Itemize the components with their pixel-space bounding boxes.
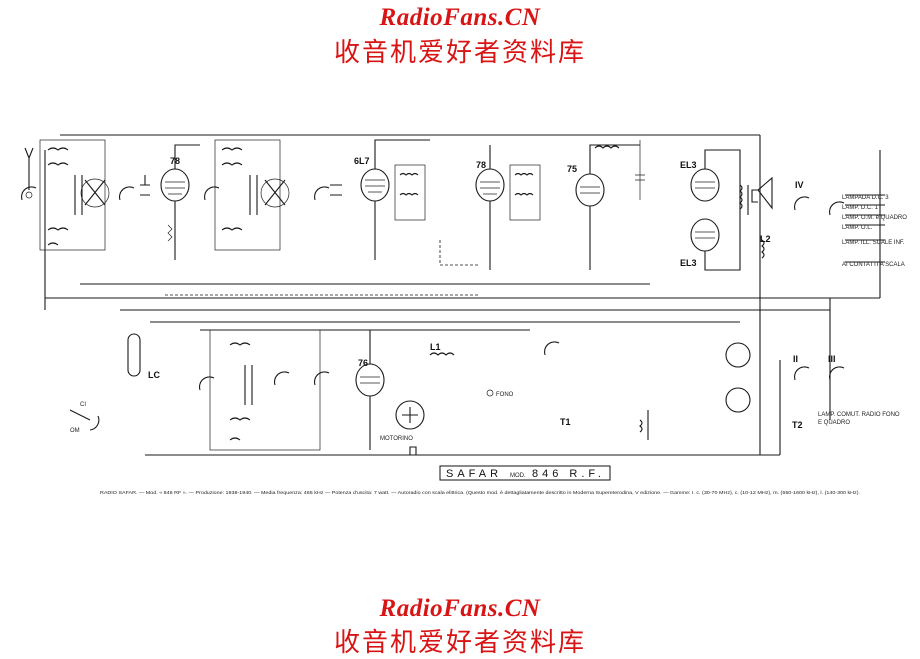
bus-wires: [44, 134, 881, 456]
mixer-input-section: [203, 139, 342, 251]
rf-input-section: [20, 139, 150, 251]
label-l1: L1: [430, 342, 441, 352]
label-switch-iii: III: [828, 354, 836, 364]
label-ci: CI: [80, 402, 86, 408]
model-number: 846 R.F.: [532, 468, 605, 480]
label-lamp-bottom2: E QUADRO: [818, 420, 850, 426]
tube-label-6l7: 6L7: [354, 156, 370, 166]
lower-right-section: II III T2 LAMP. COMUT. RADIO FONO E QUAD…: [639, 342, 900, 440]
motor-phono-section: MOTORINO L1 FONO T1: [380, 341, 571, 456]
label-t2: T2: [792, 420, 803, 430]
schematic-footer: RADIO SAFAR. — Mod. « 846 RF ». — Produz…: [100, 490, 860, 495]
tube-label-78-b: 78: [476, 160, 486, 170]
model-brand: SAFAR: [446, 468, 502, 480]
label-fono: FONO: [496, 392, 514, 398]
label-switch-ii: II: [793, 354, 798, 364]
label-contacts: AI CONTATTI A SCALA: [842, 262, 905, 268]
label-l2: L2: [760, 234, 771, 244]
watermark-chinese-top: 收音机爱好者资料库: [333, 38, 586, 68]
oscillator-section: 76 LC CI OM: [69, 329, 385, 451]
label-lamp-scale: LAMP. ILL. SCALE INF.: [842, 240, 905, 246]
label-lamp-bottom: LAMP. COMUT. RADIO FONO: [818, 412, 900, 418]
output-stage-el3: EL3 EL3 L2: [680, 149, 773, 271]
tube-label-76: 76: [358, 358, 368, 368]
label-t1: T1: [560, 417, 571, 427]
tube-label-el3-top: EL3: [680, 160, 697, 170]
lamp-switch-block: IV LAMPADA D.C. 3 LAMP. D.C. 1 LAMP. O.M…: [793, 180, 907, 268]
tube-label-el3-bottom: EL3: [680, 258, 697, 268]
tube-label-75: 75: [567, 164, 577, 174]
model-prefix: MOD.: [510, 473, 526, 479]
tube-78-if: 78: [475, 145, 541, 270]
label-switch-iv: IV: [795, 180, 804, 190]
watermark-site-bottom: RadioFans.CN: [379, 595, 541, 622]
tube-75: 75: [567, 140, 645, 270]
label-lamp-dc3: LAMPADA D.C. 3: [842, 195, 889, 201]
label-lamp-om: LAMP. O.M. e QUADRO: [842, 215, 907, 221]
label-lamp-dc1: LAMP. D.C. 1: [842, 205, 879, 211]
label-lc: LC: [148, 370, 160, 380]
watermark-chinese-bottom: 收音机爱好者资料库: [333, 628, 586, 658]
label-om: OM: [70, 428, 80, 434]
label-lamp-ol: LAMP. O.L.: [842, 225, 873, 231]
tube-6l7: 6L7: [354, 139, 430, 260]
watermark-site-top: RadioFans.CN: [379, 4, 541, 31]
tube-78-rf: 78: [160, 144, 200, 260]
model-plate: SAFAR MOD. 846 R.F.: [439, 465, 611, 481]
label-motor: MOTORINO: [380, 436, 413, 442]
